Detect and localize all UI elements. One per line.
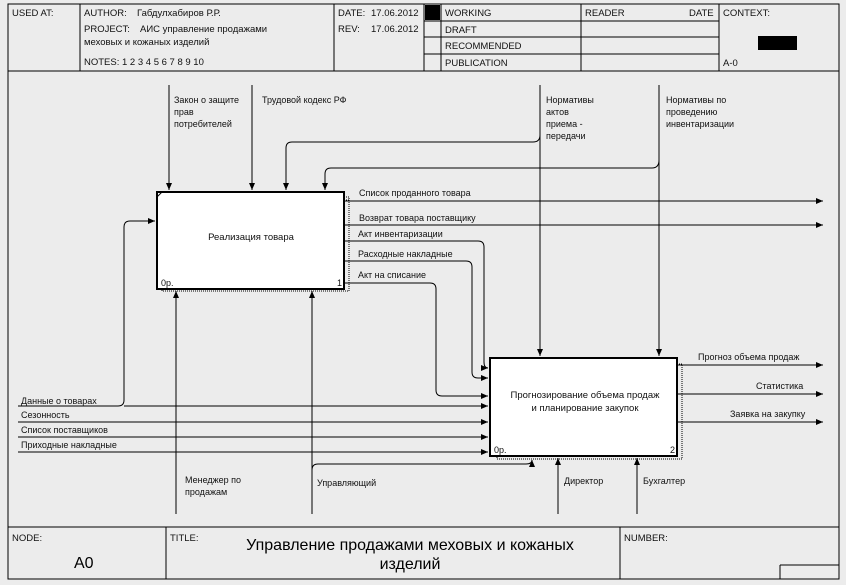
svg-text:Прогноз объема продаж: Прогноз объема продаж — [698, 352, 799, 362]
context-node: A-0 — [723, 58, 738, 69]
title-label: TITLE: — [170, 533, 199, 544]
svg-text:Приходные накладные: Приходные накладные — [21, 440, 117, 450]
output-arrow-expense-invoices: Расходные накладные — [344, 249, 488, 381]
svg-text:приема -: приема - — [546, 119, 583, 129]
svg-text:Заявка на закупку: Заявка на закупку — [730, 409, 806, 419]
node-value: A0 — [74, 555, 94, 572]
status-recommended: RECOMMENDED — [445, 41, 522, 52]
svg-text:Акт инвентаризации: Акт инвентаризации — [358, 229, 443, 239]
number-label: NUMBER: — [624, 533, 668, 544]
svg-text:Нормативы: Нормативы — [546, 95, 594, 105]
diagram-title-line2: изделий — [380, 556, 441, 573]
control-arrow-inventory-norms: Нормативы по проведению инвентаризации — [322, 85, 734, 356]
box1-label: Реализация товара — [208, 232, 295, 243]
input-arrow-seasonality: Сезонность — [18, 410, 488, 425]
svg-text:Директор: Директор — [564, 476, 603, 486]
status-draft: DRAFT — [445, 25, 477, 36]
svg-text:Возврат товара поставщику: Возврат товара поставщику — [359, 213, 476, 223]
box2-cost: 0р. — [494, 445, 507, 455]
reader-label: READER — [585, 8, 625, 19]
svg-text:Бухгалтер: Бухгалтер — [643, 476, 685, 486]
svg-text:Закон о защите: Закон о защите — [174, 95, 239, 105]
activity-box-1[interactable]: Реализация товара 0р. 1 — [156, 191, 350, 292]
date-value: 17.06.2012 — [371, 8, 419, 19]
svg-text:Акт на списание: Акт на списание — [358, 270, 426, 280]
svg-text:инвентаризации: инвентаризации — [666, 119, 734, 129]
output-arrow-return-to-supplier: Возврат товара поставщику — [344, 213, 823, 228]
status-publication: PUBLICATION — [445, 58, 508, 69]
date-label: DATE: — [338, 8, 365, 19]
context-label: CONTEXT: — [723, 8, 770, 19]
output-arrow-purchase-request: Заявка на закупку — [677, 409, 823, 425]
context-thumbnail — [758, 36, 797, 50]
diagram-title-line1: Управление продажами меховых и кожаных — [246, 537, 574, 554]
svg-text:Менеджер по: Менеджер по — [185, 475, 241, 485]
svg-text:Расходные накладные: Расходные накладные — [358, 249, 453, 259]
svg-text:передачи: передачи — [546, 131, 585, 141]
svg-text:Данные о товарах: Данные о товарах — [21, 396, 97, 406]
activity-box-2[interactable]: Прогнозирование объема продаж и планиров… — [489, 357, 683, 460]
box2-label-line1: Прогнозирование объема продаж — [511, 390, 661, 401]
project-line1: АИС управление продажами — [140, 24, 267, 35]
mechanism-arrow-director: Директор — [555, 458, 603, 514]
mechanism-arrow-accountant: Бухгалтер — [634, 458, 685, 514]
output-arrow-sold-list: Список проданного товара — [344, 188, 823, 204]
output-arrow-sales-forecast: Прогноз объема продаж — [677, 352, 823, 368]
input-arrow-supplier-list: Список поставщиков — [18, 425, 488, 440]
notes: NOTES: 1 2 3 4 5 6 7 8 9 10 — [84, 57, 204, 68]
svg-text:Нормативы по: Нормативы по — [666, 95, 726, 105]
mechanism-arrow-sales-manager: Менеджер по продажам — [173, 291, 241, 514]
output-arrow-statistics: Статистика — [677, 381, 823, 397]
control-arrow-acceptance-norms: Нормативы актов приема - передачи — [283, 85, 594, 356]
box2-number: 2 — [670, 445, 675, 455]
mechanism-arrow-head-manager: Управляющий — [309, 291, 535, 514]
rev-label: REV: — [338, 24, 360, 35]
svg-text:проведению: проведению — [666, 107, 718, 117]
project-label: PROJECT: — [84, 24, 130, 35]
control-arrow-consumer-law: Закон о защите прав потребителей — [166, 85, 239, 190]
output-arrow-writeoff-act: Акт на списание — [344, 270, 488, 399]
svg-text:актов: актов — [546, 107, 569, 117]
author-label: AUTHOR: — [84, 8, 127, 19]
svg-text:Трудовой кодекс РФ: Трудовой кодекс РФ — [262, 95, 347, 105]
reader-date-label: DATE — [689, 8, 714, 19]
svg-text:Статистика: Статистика — [756, 381, 803, 391]
input-arrow-goods-data: Данные о товарах — [18, 218, 488, 409]
svg-text:Управляющий: Управляющий — [317, 478, 376, 488]
svg-text:Список поставщиков: Список поставщиков — [21, 425, 108, 435]
box2-label-line2: и планирование закупок — [532, 403, 640, 414]
svg-text:продажам: продажам — [185, 487, 227, 497]
control-arrow-labor-code: Трудовой кодекс РФ — [249, 85, 347, 190]
input-arrow-incoming-invoices: Приходные накладные — [18, 440, 488, 455]
svg-text:Список проданного товара: Список проданного товара — [359, 188, 471, 198]
svg-text:Сезонность: Сезонность — [21, 410, 70, 420]
output-arrow-inventory-act: Акт инвентаризации — [344, 229, 489, 371]
page-frame — [7, 3, 840, 580]
svg-text:прав: прав — [174, 107, 194, 117]
project-line2: меховых и кожаных изделий — [84, 37, 209, 48]
author-value: Габдулхабиров Р.Р. — [137, 8, 221, 19]
box1-cost: 0р. — [161, 278, 174, 288]
working-marker — [425, 5, 440, 20]
rev-value: 17.06.2012 — [371, 24, 419, 35]
box1-number: 1 — [337, 278, 342, 288]
used-at-label: USED AT: — [12, 8, 54, 19]
node-label: NODE: — [12, 533, 42, 544]
status-working: WORKING — [445, 8, 491, 19]
svg-text:потребителей: потребителей — [174, 119, 232, 129]
